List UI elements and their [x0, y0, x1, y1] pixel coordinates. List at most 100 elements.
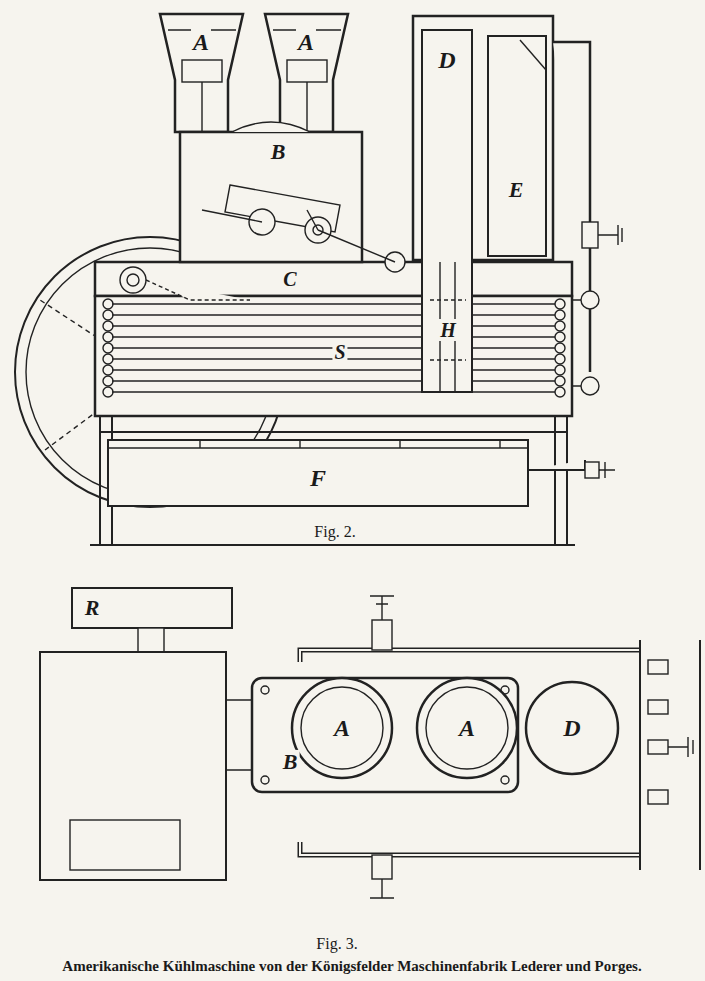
cylinder-plan [526, 682, 618, 774]
coil-housing [127, 274, 139, 286]
pipe-line [582, 222, 598, 248]
part-letter: D [436, 47, 457, 73]
pipe-line [598, 225, 622, 245]
brine-tank [108, 440, 528, 448]
pipe-line [572, 300, 581, 386]
cooling-coils [555, 354, 565, 364]
part-letter: D [561, 715, 582, 741]
part-letter: A [457, 715, 477, 741]
cylinder-plan [417, 678, 517, 778]
base-plate [501, 776, 509, 784]
base-plate [252, 678, 518, 792]
crank-case [180, 132, 362, 262]
cooling-coils [103, 332, 113, 342]
part-letter: A [296, 29, 316, 55]
cooling-coils [555, 321, 565, 331]
cooling-coils [103, 299, 565, 397]
condenser-vessel [413, 16, 553, 392]
compressor-cylinder [182, 60, 222, 82]
cooling-coils [103, 299, 113, 309]
cooling-coils [103, 343, 113, 353]
cooling-coils [103, 321, 113, 331]
valve [372, 855, 392, 879]
cooling-coils [103, 387, 113, 397]
crank-case [180, 122, 405, 272]
belt-pulley [70, 820, 180, 870]
cylinder-plan [292, 678, 618, 778]
condenser-vessel [430, 300, 466, 360]
belt-pulley [138, 628, 164, 652]
valve [648, 700, 668, 714]
valve [370, 596, 693, 898]
cooling-coils [555, 343, 565, 353]
part-letter: R [83, 596, 102, 620]
coil-housing [146, 280, 250, 300]
coil-housing [100, 431, 568, 433]
base-plate [261, 686, 269, 694]
valve [370, 596, 394, 620]
condenser-vessel [488, 36, 546, 256]
crank-case [232, 122, 310, 132]
cooling-coils [103, 310, 113, 320]
condenser-vessel [422, 30, 472, 392]
pipe-line [640, 640, 700, 870]
part-letter: S [332, 341, 347, 363]
cooling-coils [112, 314, 555, 315]
cylinder-plan [292, 678, 392, 778]
coil-housing [90, 544, 575, 546]
base-plate [252, 678, 518, 792]
part-letter: C [281, 268, 298, 290]
belt-pulley [40, 652, 226, 880]
valve [668, 737, 693, 757]
valve [648, 740, 668, 754]
part-letter: A [332, 715, 352, 741]
brine-tank [108, 440, 615, 506]
cooling-coils [112, 391, 555, 392]
cooling-coils [112, 380, 555, 381]
cooling-coils [112, 325, 555, 326]
cooling-coils [555, 299, 565, 309]
cooling-coils [103, 299, 565, 397]
pipe-line [581, 377, 599, 395]
valve [370, 879, 394, 898]
cooling-coils [112, 369, 555, 370]
coil-housing [90, 262, 575, 545]
pipe-line [300, 640, 700, 870]
brine-tank [585, 462, 599, 478]
figure-number: Fig. 2. [312, 523, 357, 541]
condenser-vessel [520, 40, 546, 70]
pipe-line [553, 42, 622, 395]
part-letter: E [507, 178, 526, 202]
cooling-coils [555, 332, 565, 342]
cooling-coils [103, 354, 113, 364]
base-plate [261, 776, 269, 784]
cooling-coils [555, 376, 565, 386]
crank-case [202, 210, 395, 262]
part-letter: F [308, 465, 328, 491]
figure-caption: Amerikanische Kühlmaschine von der König… [60, 958, 643, 975]
cylinder-plan [301, 687, 383, 769]
compressor-cylinder [287, 60, 327, 82]
part-letter: B [269, 140, 288, 164]
cooling-coils [103, 376, 113, 386]
pipe-line [553, 42, 590, 372]
cooling-coils [555, 365, 565, 375]
belt-pulley [226, 700, 252, 770]
cooling-coils [555, 387, 565, 397]
cooling-coils [112, 303, 555, 304]
part-letter: A [191, 29, 211, 55]
belt-pulley [72, 588, 232, 628]
brine-tank [108, 440, 528, 506]
pipe-line [581, 291, 599, 309]
brine-tank [599, 462, 615, 478]
cylinder-plan [426, 687, 508, 769]
valve [648, 660, 668, 674]
belt-pulley [40, 588, 252, 880]
part-letter: B [281, 750, 300, 774]
cooling-coils [555, 310, 565, 320]
coil-housing [120, 267, 146, 293]
cooling-coils [103, 365, 113, 375]
coil-housing [100, 416, 567, 545]
